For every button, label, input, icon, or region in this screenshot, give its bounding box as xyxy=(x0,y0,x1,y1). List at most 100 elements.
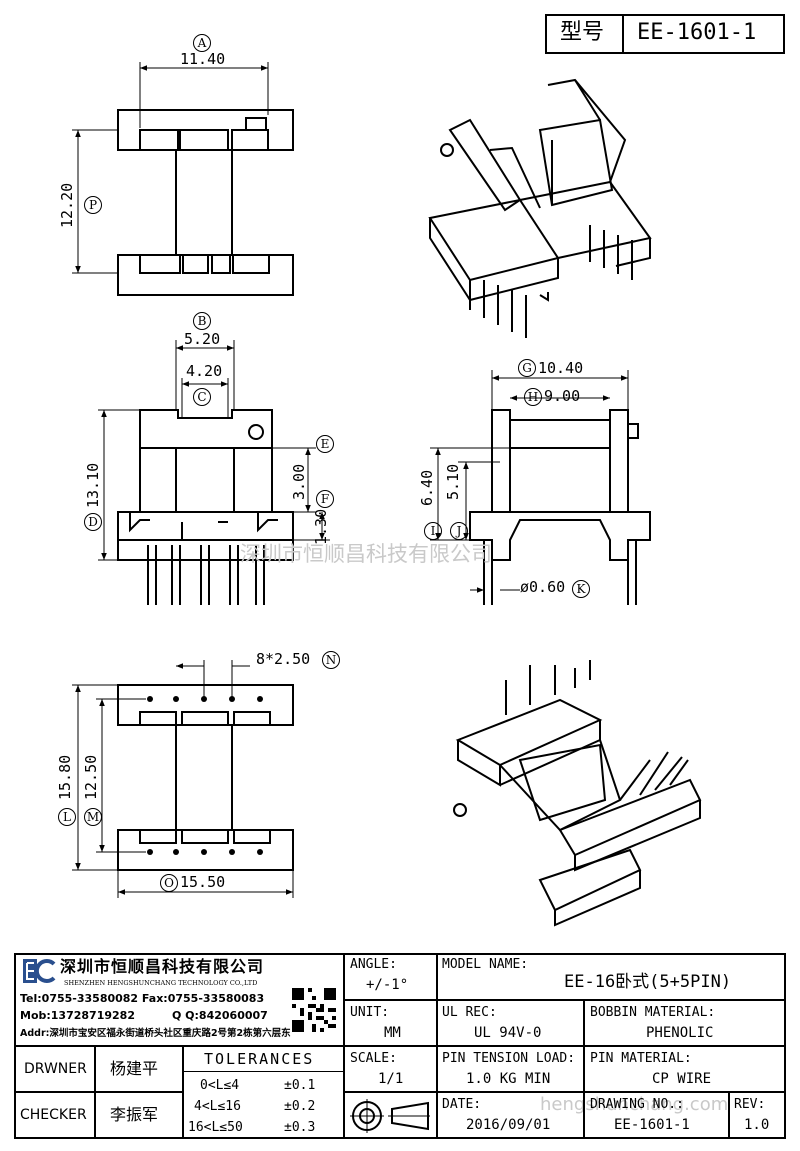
dim-n: 8*2.50 xyxy=(256,650,311,668)
tolerance-value-1: ±0.1 xyxy=(284,1078,316,1093)
tb-hline-4 xyxy=(345,1091,786,1093)
unit-label: UNIT: xyxy=(350,1005,390,1020)
dim-m: 12.50 xyxy=(82,754,100,800)
tolerance-value-2: ±0.2 xyxy=(284,1099,316,1114)
tb-hline-1 xyxy=(345,999,786,1001)
watermark-bottom: hengshunchang.com xyxy=(540,1094,729,1115)
dim-h: 9.00 xyxy=(544,387,581,405)
drawer-label: DRWNER xyxy=(24,1061,87,1077)
technical-drawing xyxy=(72,62,702,927)
scale-value: 1/1 xyxy=(378,1071,404,1087)
marker-c-letter: C xyxy=(197,390,207,404)
model-number: EE-1601-1 xyxy=(637,20,757,45)
marker-o: O xyxy=(160,874,178,892)
marker-p-letter: P xyxy=(88,198,98,212)
bobbin-material-value: PHENOLIC xyxy=(646,1025,714,1041)
company-name-en: SHENZHEN HENGSHUNCHANG TECHNOLOGY CO.,LT… xyxy=(64,979,258,987)
marker-j: J xyxy=(450,522,468,540)
dim-5-10: 5.10 xyxy=(444,463,462,500)
pin-material-value: CP WIRE xyxy=(652,1071,712,1087)
marker-g: G xyxy=(518,359,536,377)
tb-hline-5 xyxy=(184,1071,343,1072)
model-name-label: MODEL NAME: xyxy=(442,957,529,972)
marker-m-letter: M xyxy=(86,810,100,824)
isometric-view-bottom xyxy=(453,660,702,927)
marker-h: H xyxy=(524,388,542,406)
marker-m: M xyxy=(84,808,102,826)
angle-value: +/-1° xyxy=(366,977,409,993)
projection-symbol-icon xyxy=(350,1099,430,1133)
tb-vline-4 xyxy=(728,1091,730,1139)
tolerance-range-3: 16<L≤50 xyxy=(188,1120,243,1135)
marker-j-letter: J xyxy=(456,524,462,538)
date-label: DATE: xyxy=(442,1097,482,1112)
dim-d: 13.10 xyxy=(84,462,102,508)
dim-p: 12.20 xyxy=(58,182,76,228)
marker-e: E xyxy=(316,435,334,453)
qr-code-icon xyxy=(292,988,336,1032)
marker-i-letter: I xyxy=(430,524,436,538)
tb-hline-3 xyxy=(14,1091,184,1093)
marker-a-letter: A xyxy=(197,36,207,50)
marker-h-letter: H xyxy=(527,390,539,404)
dim-6-40: 6.40 xyxy=(418,469,436,506)
model-header-divider xyxy=(622,14,624,54)
dim-e: 3.00 xyxy=(290,463,308,500)
marker-d: D xyxy=(84,513,102,531)
angle-label: ANGLE: xyxy=(350,957,397,972)
marker-p: P xyxy=(84,196,102,214)
dim-c: 4.20 xyxy=(186,362,223,380)
company-address: Addr:深圳市宝安区福永街道桥头社区重庆路2号第2栋第六层东 xyxy=(20,1028,291,1039)
marker-g-letter: G xyxy=(522,361,532,375)
tb-hline-2 xyxy=(14,1045,786,1047)
front-view xyxy=(98,340,330,605)
marker-a: A xyxy=(193,34,211,52)
dim-k: ø0.60 xyxy=(520,578,566,596)
model-name-value: EE-16卧式(5+5PIN) xyxy=(564,972,732,992)
marker-n-letter: N xyxy=(325,653,337,667)
marker-e-letter: E xyxy=(320,437,330,451)
marker-f-letter: F xyxy=(320,492,330,506)
rev-value: 1.0 xyxy=(744,1117,770,1133)
company-name-cn: 深圳市恒顺昌科技有限公司 xyxy=(60,957,265,976)
tolerances-title: TOLERANCES xyxy=(204,1050,315,1068)
model-header-box xyxy=(545,14,785,54)
company-logo-icon xyxy=(23,959,56,983)
tolerance-range-1: 0<L≤4 xyxy=(200,1078,240,1093)
dim-o: 15.50 xyxy=(180,873,226,891)
company-qq: Q Q:842060007 xyxy=(172,1009,268,1022)
marker-l: L xyxy=(58,808,76,826)
dim-b: 5.20 xyxy=(184,330,221,348)
marker-b: B xyxy=(193,312,211,330)
marker-o-letter: O xyxy=(164,876,174,890)
isometric-view-top xyxy=(428,78,652,338)
marker-l-letter: L xyxy=(63,810,71,824)
dim-g: 10.40 xyxy=(538,359,584,377)
marker-f: F xyxy=(316,490,334,508)
watermark-center: 深圳市恒顺昌科技有限公司 xyxy=(240,542,492,566)
marker-d-letter: D xyxy=(88,515,98,529)
marker-n: N xyxy=(322,651,340,669)
bottom-view xyxy=(72,660,294,898)
unit-value: MM xyxy=(384,1025,401,1041)
rev-label: REV: xyxy=(734,1097,766,1112)
marker-i: I xyxy=(424,522,442,540)
drawer-name: 杨建平 xyxy=(110,1059,159,1078)
side-view xyxy=(430,370,651,605)
dim-a: 11.40 xyxy=(180,50,226,68)
marker-k-letter: K xyxy=(576,582,586,596)
checker-label: CHECKER xyxy=(20,1107,87,1123)
tolerance-range-2: 4<L≤16 xyxy=(194,1099,241,1114)
tolerance-value-3: ±0.3 xyxy=(284,1120,316,1135)
scale-label: SCALE: xyxy=(350,1051,397,1066)
model-label: 型号 xyxy=(560,20,605,45)
marker-c: C xyxy=(193,388,211,406)
drawing-no-label: DRAWING NO.: xyxy=(590,1097,684,1112)
company-tel: Tel:0755-33580082 Fax:0755-33580083 xyxy=(20,992,265,1005)
pin-tension-value: 1.0 KG MIN xyxy=(466,1071,551,1087)
pin-tension-label: PIN TENSION LOAD: xyxy=(442,1051,576,1066)
pin-material-label: PIN MATERIAL: xyxy=(590,1051,692,1066)
bobbin-material-label: BOBBIN MATERIAL: xyxy=(590,1005,716,1020)
drawing-no-value: EE-1601-1 xyxy=(614,1117,690,1133)
